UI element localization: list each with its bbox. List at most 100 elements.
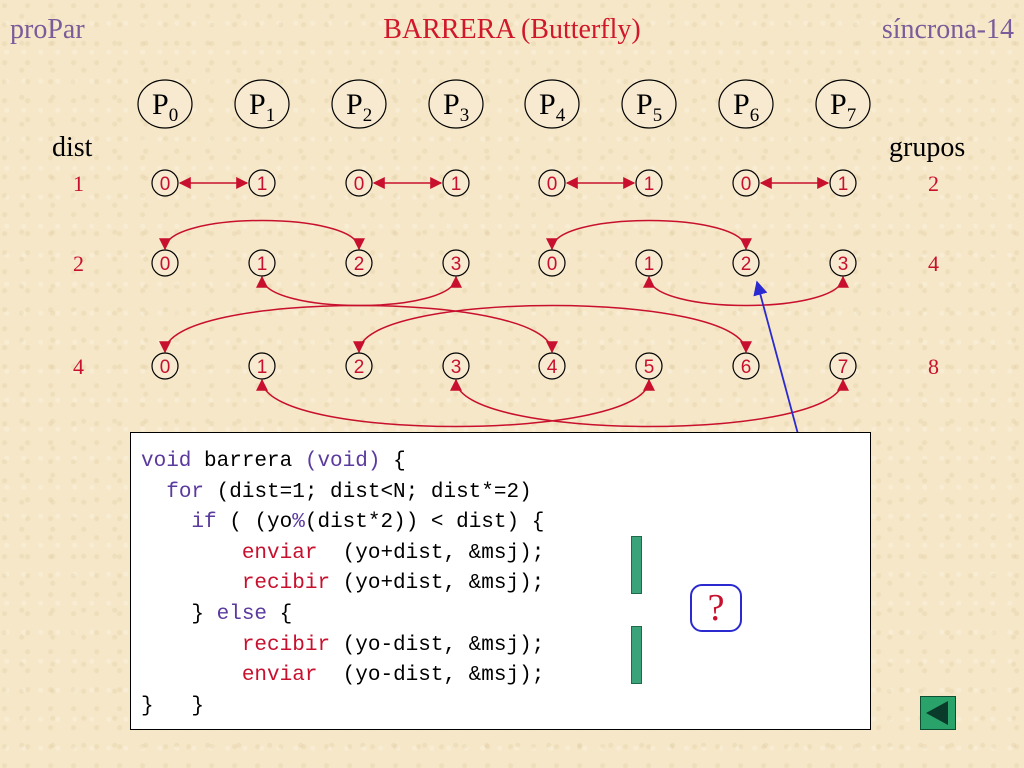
node-circle bbox=[829, 352, 857, 380]
process-circle bbox=[524, 79, 580, 129]
code-token: ( (yo bbox=[216, 511, 293, 535]
node-circle bbox=[151, 249, 179, 277]
code-token: void bbox=[141, 450, 192, 473]
process-circle bbox=[621, 79, 677, 129]
node-circle bbox=[345, 169, 373, 197]
code-token: { bbox=[380, 450, 406, 473]
node-label: 0 bbox=[741, 174, 752, 195]
process-circle bbox=[331, 79, 387, 129]
back-arrow-icon bbox=[926, 701, 948, 725]
code-line: void barrera (void) { bbox=[141, 447, 406, 477]
process-label: P0 bbox=[152, 88, 178, 126]
code-token bbox=[141, 664, 242, 687]
process-label: P2 bbox=[346, 88, 372, 126]
code-listing: void barrera (void) { for (dist=1; dist<… bbox=[130, 432, 871, 730]
groups-value: 8 bbox=[928, 354, 939, 379]
node-label: 5 bbox=[644, 357, 655, 378]
node-label: 1 bbox=[257, 254, 268, 275]
node-label: 1 bbox=[451, 174, 462, 195]
node-circle bbox=[829, 169, 857, 197]
exchange-arrow bbox=[546, 219, 752, 251]
exchange-arrows bbox=[159, 177, 849, 428]
code-line: } else { bbox=[141, 600, 292, 630]
process-label: P5 bbox=[636, 88, 662, 126]
process-label: P1 bbox=[249, 88, 275, 126]
process-label: P4 bbox=[539, 88, 566, 126]
process-circle bbox=[428, 79, 484, 129]
node-circle bbox=[538, 352, 566, 380]
code-token: (void) bbox=[304, 450, 381, 473]
send-recv-marker-lower bbox=[631, 626, 642, 684]
node-label: 3 bbox=[451, 254, 462, 275]
process-label: P7 bbox=[830, 88, 856, 126]
process-circle bbox=[718, 79, 774, 129]
node-circle bbox=[732, 352, 760, 380]
code-token bbox=[141, 511, 191, 534]
node-circle bbox=[635, 249, 663, 277]
node-label: 4 bbox=[547, 357, 558, 378]
node-label: 0 bbox=[354, 174, 365, 195]
code-token: (dist*2)) < dist) { bbox=[304, 511, 545, 535]
node-label: 2 bbox=[354, 254, 365, 275]
node-circle bbox=[345, 249, 373, 277]
code-token: } } bbox=[141, 694, 205, 718]
groups-heading: grupos bbox=[889, 132, 965, 163]
code-token: recibir bbox=[241, 572, 331, 596]
groups-value: 4 bbox=[928, 251, 939, 276]
code-token: for bbox=[166, 480, 205, 504]
code-line: if ( (yo%(dist*2)) < dist) { bbox=[141, 508, 544, 538]
process-label: P3 bbox=[443, 88, 469, 126]
code-line: recibir (yo+dist, &msj); bbox=[141, 569, 544, 599]
code-token bbox=[141, 542, 242, 565]
node-circle bbox=[732, 249, 760, 277]
node-circle bbox=[442, 352, 470, 380]
process-label: P6 bbox=[733, 88, 759, 126]
exchange-arrow bbox=[256, 275, 462, 307]
node-label: 0 bbox=[547, 254, 558, 275]
node-circle bbox=[442, 169, 470, 197]
code-token: } bbox=[141, 603, 217, 626]
node-label: 2 bbox=[354, 357, 365, 378]
node-label: 0 bbox=[160, 174, 171, 195]
code-token: enviar bbox=[241, 541, 318, 565]
code-token: else bbox=[216, 603, 268, 626]
node-circle bbox=[635, 352, 663, 380]
dist-value: 1 bbox=[73, 171, 84, 196]
code-token: (yo+dist, &msj); bbox=[330, 572, 545, 596]
code-token bbox=[141, 572, 242, 595]
code-token: enviar bbox=[241, 664, 318, 688]
code-token: (dist=1; dist<N; dist*=2) bbox=[204, 480, 532, 504]
code-token bbox=[141, 481, 166, 504]
process-labels: P0 P1 P2 P3 P4 P5 P6 P7 bbox=[137, 79, 871, 129]
node-label: 6 bbox=[741, 357, 752, 378]
node-label: 0 bbox=[160, 357, 171, 378]
exchange-arrow bbox=[159, 304, 558, 354]
node-circle bbox=[635, 169, 663, 197]
node-label: 3 bbox=[838, 254, 849, 275]
header-right-label: síncrona-14 bbox=[881, 14, 1014, 45]
exchange-arrow bbox=[159, 219, 365, 251]
code-token: (yo-dist, &msj); bbox=[330, 633, 545, 657]
code-token: recibir bbox=[241, 633, 331, 657]
node-label: 1 bbox=[838, 174, 849, 195]
node-label: 1 bbox=[644, 174, 655, 195]
send-recv-marker-upper bbox=[631, 536, 642, 594]
back-button[interactable] bbox=[920, 696, 956, 730]
exchange-arrow bbox=[643, 275, 849, 307]
exchange-arrow bbox=[353, 304, 752, 354]
exchange-arrow bbox=[450, 378, 849, 428]
header-left-label: proPar bbox=[10, 14, 85, 45]
exchange-arrow bbox=[256, 378, 655, 428]
node-label: 0 bbox=[547, 174, 558, 195]
node-circle bbox=[732, 169, 760, 197]
node-label: 2 bbox=[741, 254, 752, 275]
process-circle bbox=[815, 79, 871, 129]
code-line: enviar (yo-dist, &msj); bbox=[141, 661, 544, 691]
slide-title: BARRERA (Butterfly) bbox=[383, 14, 641, 45]
process-circle bbox=[137, 79, 193, 129]
code-token: if bbox=[191, 511, 217, 535]
process-circle bbox=[234, 79, 290, 129]
groups-value: 2 bbox=[928, 171, 939, 196]
